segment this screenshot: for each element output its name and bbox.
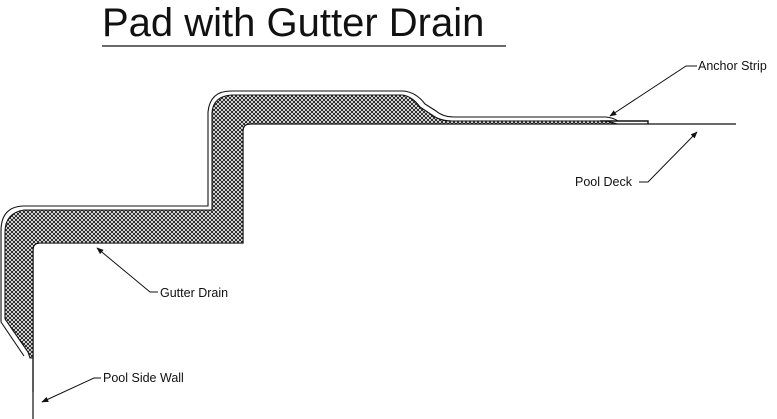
gutter-drain-leader-arrow <box>96 247 158 293</box>
diagram-title: Pad with Gutter Drain <box>102 1 484 45</box>
anchor-strip-label: Anchor Strip <box>698 59 767 73</box>
anchor-strip <box>600 120 649 124</box>
pool-deck-leader-arrow <box>639 131 698 183</box>
pool-side-wall-label: Pool Side Wall <box>103 371 184 385</box>
pool-side-wall-leader-arrow <box>41 377 101 403</box>
anchor-strip-leader-arrow <box>609 65 697 117</box>
pool-deck-label: Pool Deck <box>575 175 633 189</box>
pad-outer-layer <box>0 90 619 357</box>
gutter-pad-hatched <box>4 94 618 359</box>
gutter-drain-label: Gutter Drain <box>160 286 228 300</box>
